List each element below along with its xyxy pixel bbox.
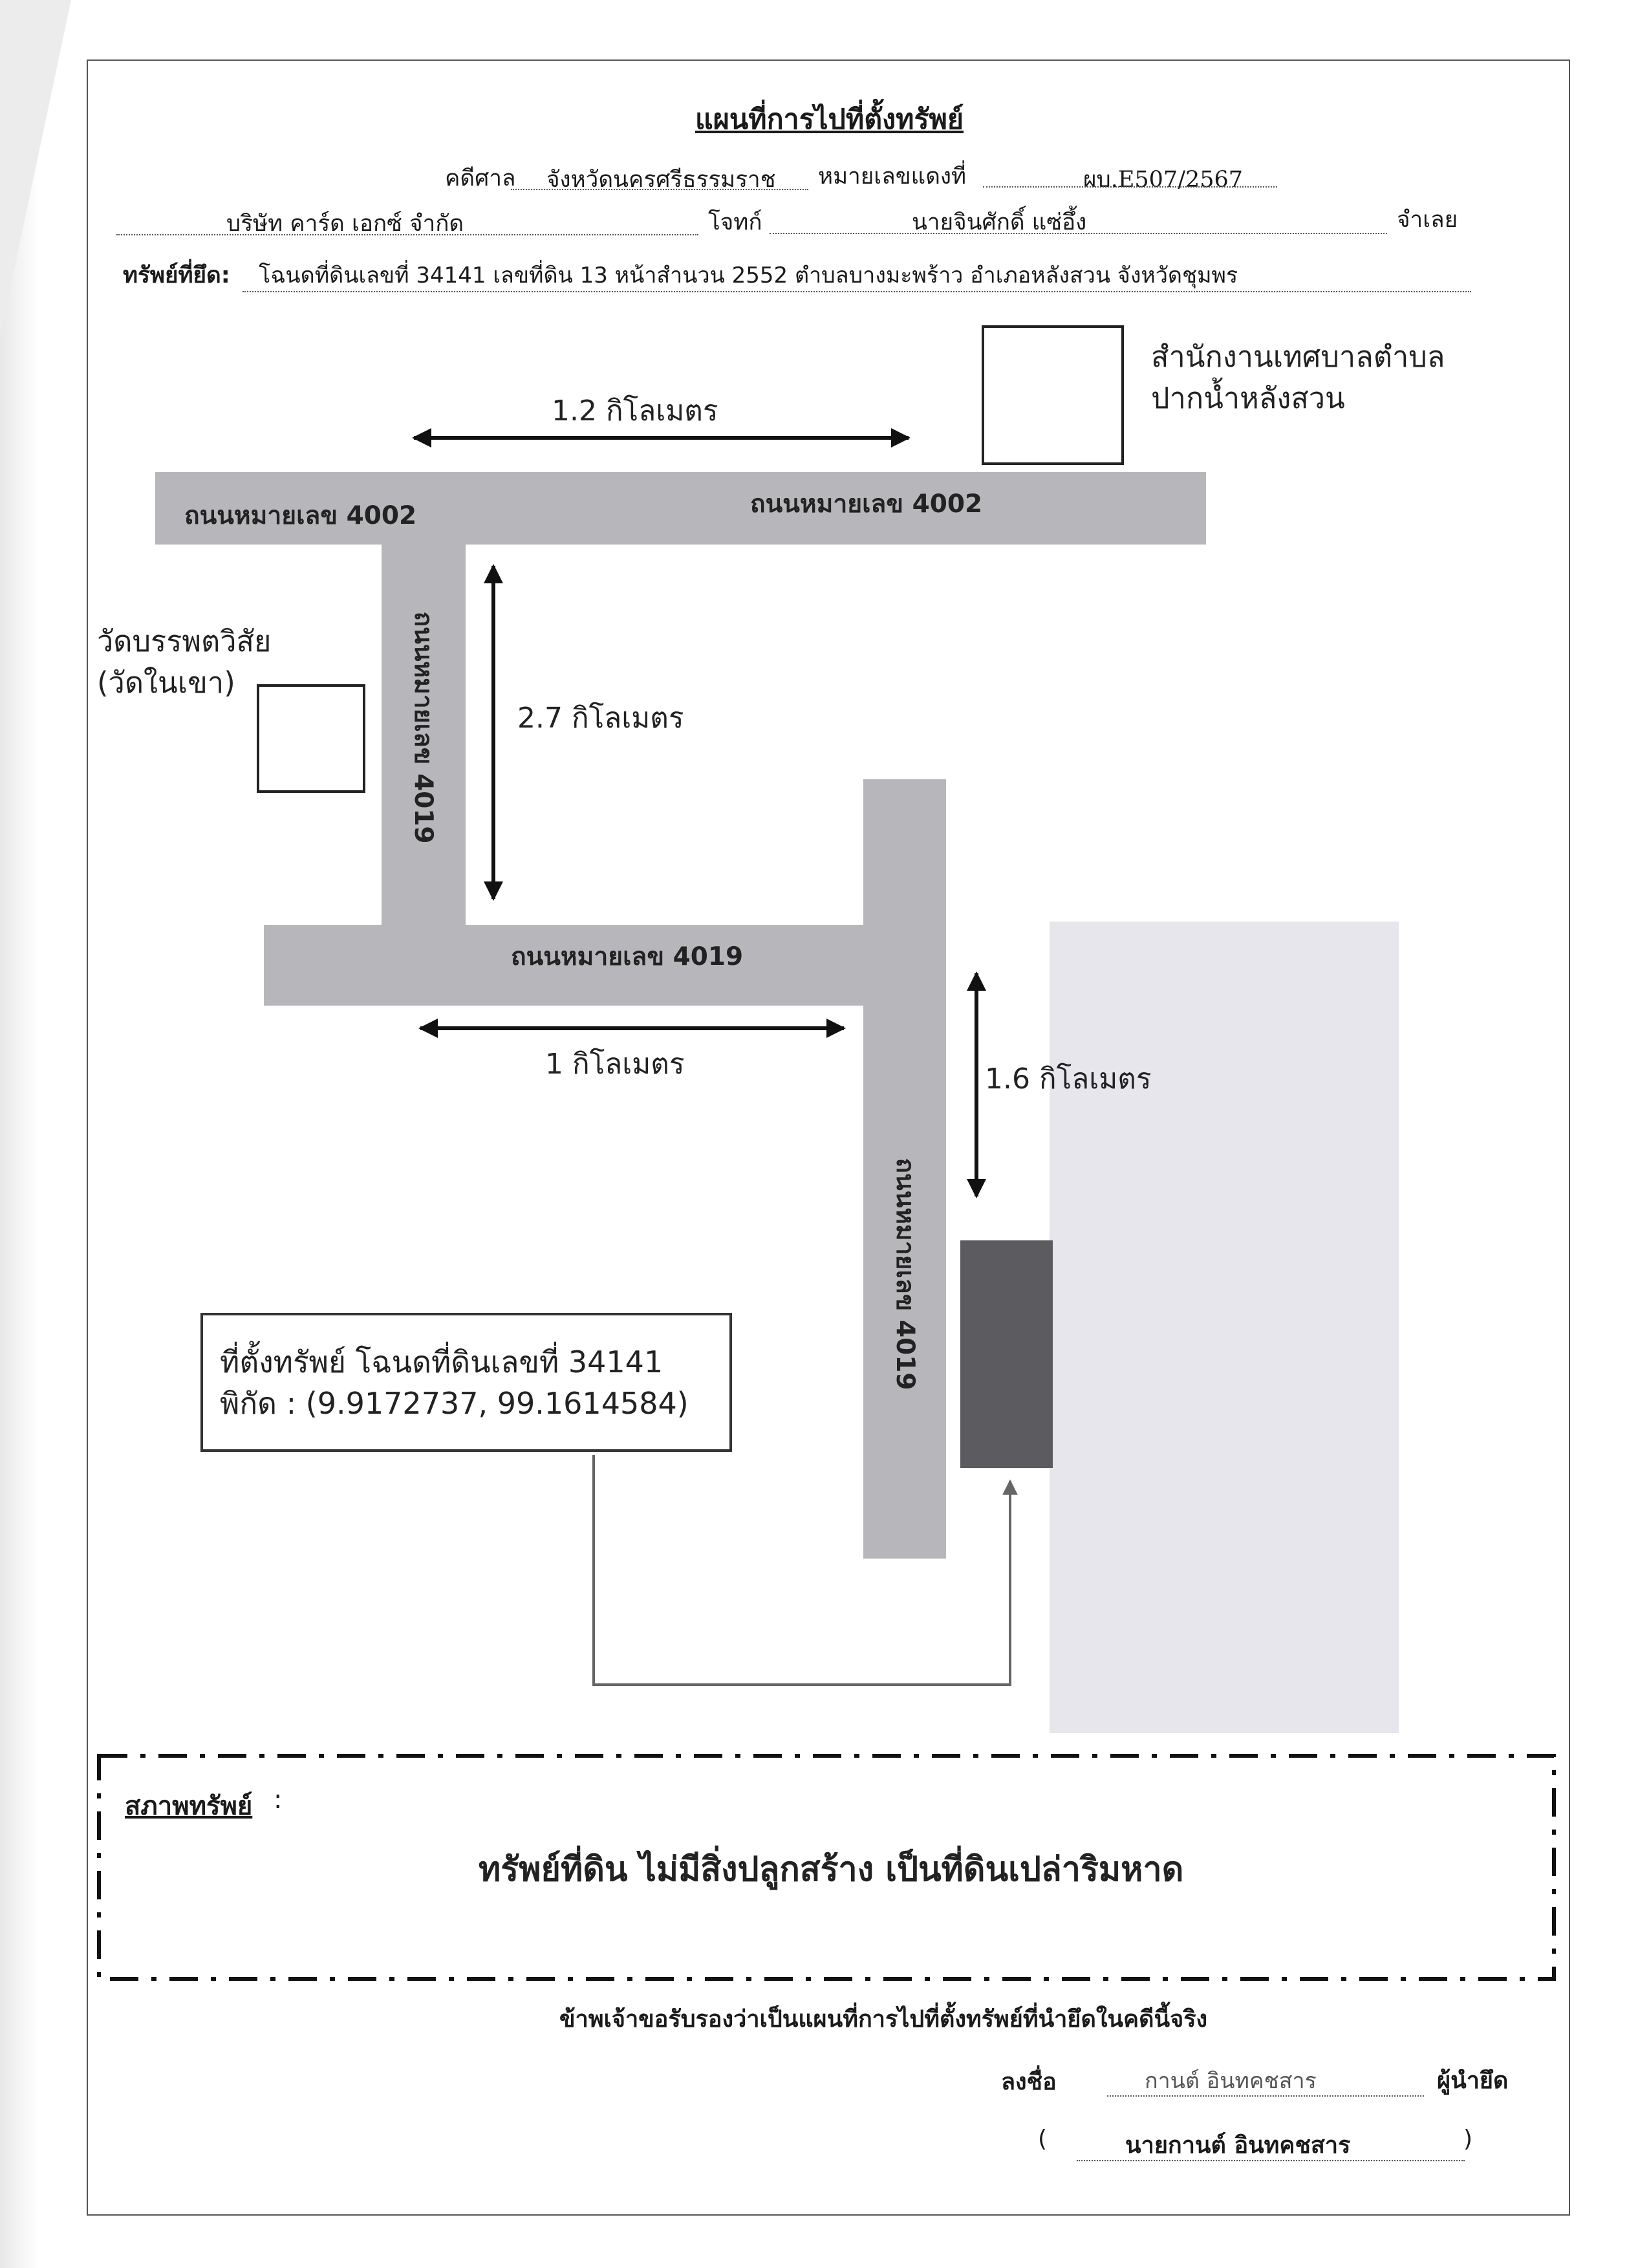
property-deed-text: ที่ตั้งทรัพย์ โฉนดที่ดินเลขที่ 34141 <box>220 1345 663 1379</box>
printed-name-line <box>1077 2160 1465 2161</box>
road-4002-left-label: ถนนหมายเลข 4002 <box>184 501 417 530</box>
condition-text: ทรัพย์ที่ดิน ไม่มีสิ่งปลูกสร้าง เป็นที่ด… <box>479 1850 1184 1889</box>
plaintiff-line <box>116 234 698 235</box>
temple-label: วัดบรรพตวิสัย (วัดในเขา) <box>97 624 272 700</box>
municipal-office-marker <box>982 325 1124 465</box>
document-title: แผนที่การไปที่ตั้งทรัพย์ <box>695 103 964 136</box>
neighbor-lot <box>1050 922 1399 1733</box>
sign-label: ลงชื่อ <box>1001 2069 1057 2095</box>
printed-name-close-paren: ) <box>1463 2126 1473 2152</box>
defendant-line <box>770 233 1387 234</box>
defendant-label: จำเลย <box>1397 207 1458 233</box>
road-4019-east-segment <box>264 925 946 1006</box>
distance-1km: 1 กิโลเมตร <box>545 1048 685 1081</box>
seized-label: ทรัพย์ที่ยึด: <box>123 263 230 288</box>
seized-value: โฉนดที่ดินเลขที่ 34141 เลขที่ดิน 13 หน้า… <box>259 263 1238 288</box>
red-case-line <box>983 186 1277 188</box>
signature: กานต์ อินทคชสาร <box>1145 2068 1317 2094</box>
temple-marker <box>257 684 365 793</box>
property-info-box: ที่ตั้งทรัพย์ โฉนดที่ดินเลขที่ 34141 พิก… <box>200 1313 732 1452</box>
case-court-line <box>511 189 808 190</box>
scan-shadow <box>0 0 39 2268</box>
distance-1-6km: 1.6 กิโลเมตร <box>985 1063 1152 1096</box>
distance-1-2km: 1.2 กิโลเมตร <box>552 394 718 427</box>
municipal-office-label: สำนักงานเทศบาลตำบล ปากน้ำหลังสวน <box>1151 340 1445 415</box>
printed-name-open-paren: ( <box>1038 2126 1048 2152</box>
road-4002-right-label: ถนนหมายเลข 4002 <box>750 490 983 519</box>
certification-statement: ข้าพเจ้าขอรับรองว่าเป็นแผนที่การไปที่ตั้… <box>559 2006 1208 2033</box>
signature-line <box>1107 2095 1424 2097</box>
defendant-value: นายจินศักดิ์ แซ่อึ้ง <box>912 210 1087 235</box>
property-parcel <box>960 1240 1053 1468</box>
signer-role: ผู้นำยึด <box>1437 2068 1509 2094</box>
road-4002 <box>155 472 1206 545</box>
scan-folded-corner <box>0 0 71 336</box>
plaintiff-value: บริษัท คาร์ด เอกซ์ จำกัด <box>226 211 464 237</box>
condition-label-colon: : <box>274 1785 283 1815</box>
plaintiff-label: โจทก์ <box>708 210 762 235</box>
road-4019-horizontal-label: ถนนหมายเลข 4019 <box>511 942 744 971</box>
property-coordinates-text: พิกัด : (9.9172737, 99.1614584) <box>220 1386 689 1421</box>
road-4019-south-segment <box>863 779 946 1559</box>
road-4019-north-segment <box>382 537 466 928</box>
case-court-value: จังหวัดนครศรีธรรมราช <box>546 167 776 193</box>
property-pointer-line <box>592 1455 1018 1686</box>
red-case-value: ผบ.E507/2567 <box>1083 167 1244 193</box>
printed-name: นายกานต์ อินทคชสาร <box>1125 2132 1351 2159</box>
condition-label: สภาพทรัพย์ <box>125 1791 253 1821</box>
case-court-label: คดีศาล <box>445 166 516 191</box>
red-case-label: หมายเลขแดงที่ <box>818 164 967 189</box>
distance-2-7km: 2.7 กิโลเมตร <box>517 702 684 735</box>
seized-line <box>242 291 1471 292</box>
page-frame <box>87 59 1570 2216</box>
